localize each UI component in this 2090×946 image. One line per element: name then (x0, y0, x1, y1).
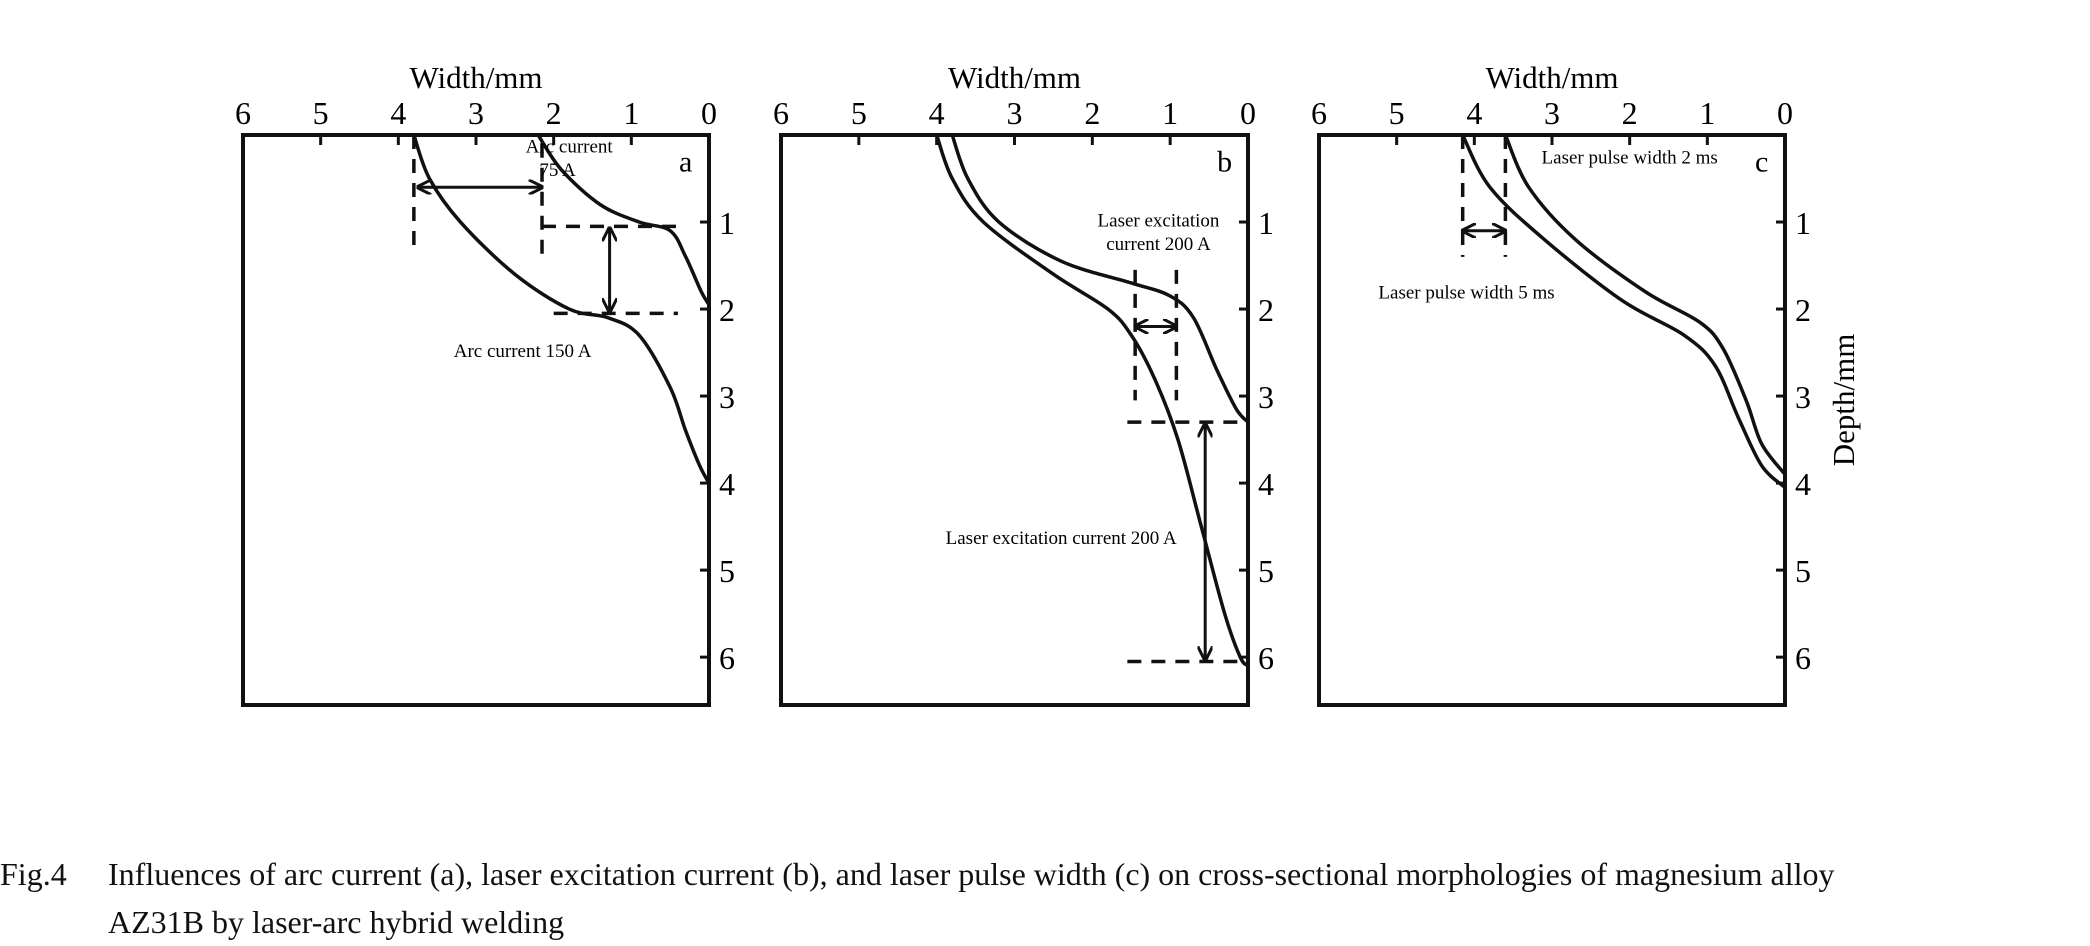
caption-line-2: AZ31B by laser-arc hybrid welding (108, 904, 565, 940)
x-tick-label: 0 (701, 95, 717, 131)
figure-panels: Width/mm 6 5 4 3 2 1 0 1 2 3 4 5 6 a Arc current 75 A Arc… (235, 60, 1861, 707)
y-tick-label: 3 (719, 379, 735, 415)
x-axis-title: Width/mm (409, 60, 542, 95)
y-tick-label: 6 (1258, 640, 1274, 676)
y-tick-label: 2 (1258, 292, 1274, 328)
x-tick-label: 2 (1084, 95, 1100, 131)
y-tick-label: 5 (1795, 553, 1811, 589)
y-tick-label: 4 (719, 466, 735, 502)
x-tick-label: 0 (1240, 95, 1256, 131)
annotation-label: Arc current 150 A (454, 341, 592, 362)
series-curve-1 (1461, 134, 1787, 489)
x-tick-label: 3 (1544, 95, 1560, 131)
x-tick-label: 5 (1389, 95, 1405, 131)
y-tick-label: 2 (719, 292, 735, 328)
annotation-label: Laser pulse width 5 ms (1378, 283, 1554, 304)
annotation-label: Laser pulse width 2 ms (1542, 148, 1718, 169)
x-tick-label: 4 (1466, 95, 1482, 131)
x-tick-label: 2 (546, 95, 562, 131)
x-tick-label: 3 (1007, 95, 1023, 131)
caption-number: Fig.4 (0, 856, 67, 892)
y-tick-label: 4 (1795, 466, 1811, 502)
y-tick-label: 3 (1258, 379, 1274, 415)
y-tick-label: 6 (719, 640, 735, 676)
figure-caption: Fig.4 Influences of arc current (a), lase… (0, 850, 2090, 946)
panel-label: c (1755, 146, 1768, 179)
panel-label: b (1217, 146, 1232, 179)
annotation-label: Laser excitation current 200 A (946, 528, 1177, 549)
annotation-label: current 200 A (1106, 234, 1211, 255)
y-tick-label: 1 (1795, 205, 1811, 241)
x-tick-label: 4 (390, 95, 406, 131)
annotation-label: Laser excitation (1098, 210, 1220, 231)
x-tick-label: 1 (1162, 95, 1178, 131)
series-curve-1 (412, 134, 711, 484)
y-axis-title: Depth/mm (1826, 334, 1861, 467)
y-tick-label: 1 (1258, 205, 1274, 241)
series-curve-0 (1503, 134, 1787, 476)
y-tick-label: 4 (1258, 466, 1274, 502)
x-tick-label: 6 (773, 95, 789, 131)
x-tick-label: 2 (1622, 95, 1638, 131)
x-tick-label: 6 (235, 95, 251, 131)
panel-label: a (679, 146, 692, 179)
x-tick-label: 6 (1311, 95, 1327, 131)
y-tick-label: 5 (719, 553, 735, 589)
x-tick-label: 3 (468, 95, 484, 131)
x-tick-label: 0 (1777, 95, 1793, 131)
x-tick-label: 1 (623, 95, 639, 131)
y-tick-label: 5 (1258, 553, 1274, 589)
y-tick-label: 6 (1795, 640, 1811, 676)
caption-line-1: Influences of arc current (a), laser exc… (108, 856, 1835, 892)
series-curve-0 (950, 134, 1250, 424)
annotation-label: 75 A (539, 160, 576, 181)
x-axis-title: Width/mm (1485, 60, 1618, 95)
x-tick-label: 1 (1699, 95, 1715, 131)
x-tick-label: 4 (929, 95, 945, 131)
plot-frame (1317, 133, 1787, 707)
series-curve-1 (935, 134, 1250, 668)
annotation-label: Arc current (526, 136, 614, 157)
panel-a: Width/mm 6 5 4 3 2 1 0 1 2 3 4 5 6 a Arc current 75 A Arc… (235, 60, 735, 707)
x-tick-label: 5 (313, 95, 329, 131)
y-tick-label: 1 (719, 205, 735, 241)
x-tick-label: 5 (851, 95, 867, 131)
x-axis-title: Width/mm (948, 60, 1081, 95)
series-curve-0 (536, 134, 711, 306)
y-tick-label: 2 (1795, 292, 1811, 328)
y-tick-label: 3 (1795, 379, 1811, 415)
